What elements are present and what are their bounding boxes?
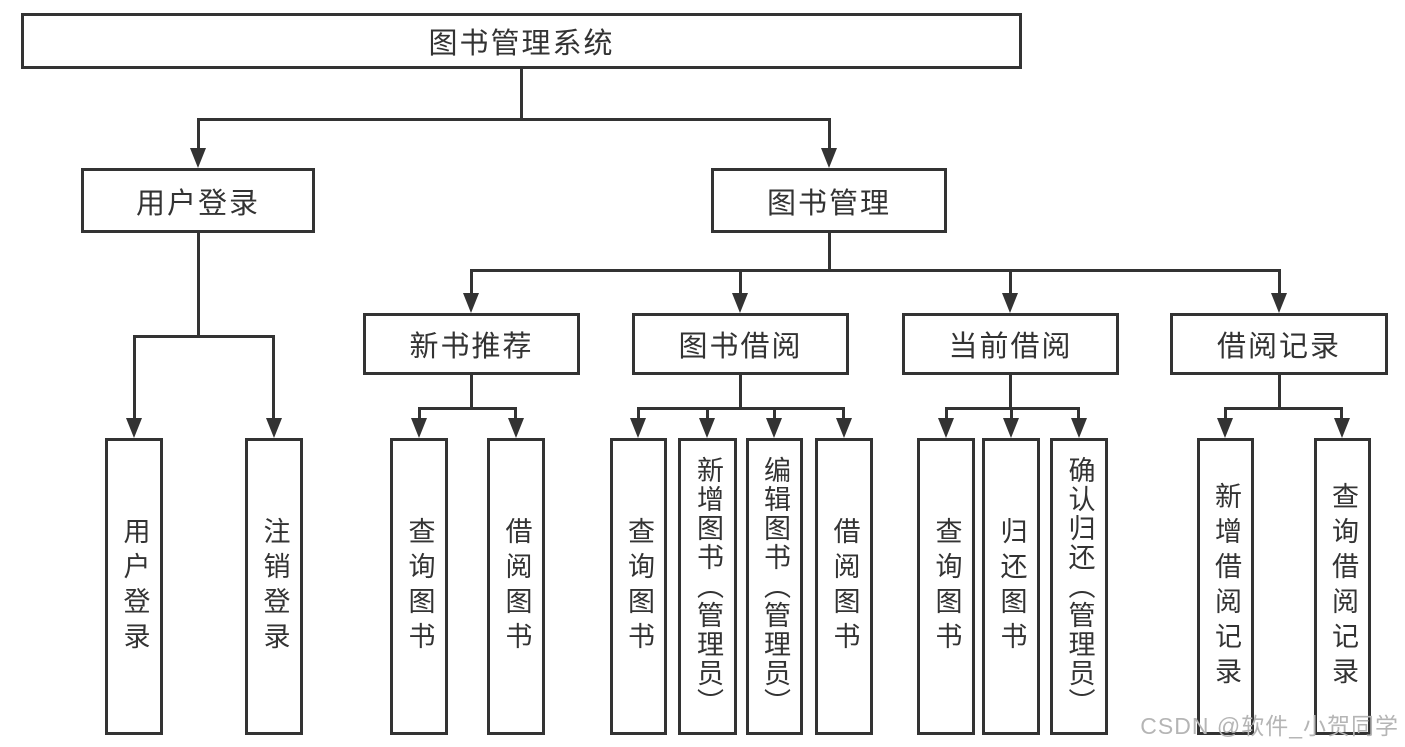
arrow-to-current-query xyxy=(938,418,954,438)
connector-records-vline xyxy=(1278,375,1281,409)
leaf-borrow-edit-books-label: 编辑图书（管理员） xyxy=(760,456,790,717)
connector-borrowing-stub-3 xyxy=(773,407,776,421)
connector-borrowing-stub-4 xyxy=(842,407,845,421)
connector-borrowing-stub-2 xyxy=(706,407,709,421)
arrow-to-records-add xyxy=(1217,418,1233,438)
leaf-logout: 注销登录 xyxy=(245,438,303,735)
leaf-records-add-record-label: 新增借阅记录 xyxy=(1211,481,1241,692)
arrow-to-borrow-add xyxy=(699,418,715,438)
node-book-management: 图书管理 xyxy=(711,168,947,233)
node-root-label: 图书管理系统 xyxy=(428,28,615,60)
arrow-to-borrow-borrow xyxy=(836,418,852,438)
connector-l2-stub-4 xyxy=(1278,269,1281,295)
connector-current-stub-2 xyxy=(1010,407,1013,421)
arrow-to-recommend-borrow xyxy=(508,418,524,438)
leaf-borrow-add-books-label: 新增图书（管理员） xyxy=(693,456,723,717)
leaf-borrow-edit-books: 编辑图书（管理员） xyxy=(746,438,803,735)
arrow-to-records-query xyxy=(1334,418,1350,438)
leaf-records-add-record: 新增借阅记录 xyxy=(1197,438,1254,735)
leaf-records-query-record: 查询借阅记录 xyxy=(1314,438,1371,735)
connector-book-mgmt-vline xyxy=(828,233,831,271)
connector-user-login-vline xyxy=(197,233,200,337)
connector-user-login-stub-2 xyxy=(272,335,275,420)
connector-current-stub-3 xyxy=(1077,407,1080,421)
node-current-borrowing: 当前借阅 xyxy=(902,313,1119,375)
arrow-to-current-borrowing xyxy=(1002,293,1018,313)
arrow-to-borrowing-records xyxy=(1271,293,1287,313)
arrow-to-book-borrowing xyxy=(732,293,748,313)
connector-root-vline xyxy=(520,69,523,120)
leaf-borrow-borrow-books: 借阅图书 xyxy=(815,438,873,735)
connector-recommend-bar xyxy=(418,407,517,410)
connector-borrowing-bar xyxy=(637,407,845,410)
leaf-logout-label: 注销登录 xyxy=(259,516,290,657)
node-user-login: 用户登录 xyxy=(81,168,315,233)
connector-records-bar xyxy=(1224,407,1343,410)
connector-l2-stub-3 xyxy=(1009,269,1012,295)
node-user-login-label: 用户登录 xyxy=(135,187,260,220)
node-borrowing-records-label: 借阅记录 xyxy=(1216,331,1341,363)
arrow-to-recommend-query xyxy=(411,418,427,438)
connector-user-login-bar xyxy=(133,335,275,338)
node-book-borrowing: 图书借阅 xyxy=(632,313,849,375)
connector-user-login-stub-1 xyxy=(133,335,136,420)
leaf-recommend-borrow-books: 借阅图书 xyxy=(487,438,545,735)
leaf-borrow-query-books-label: 查询图书 xyxy=(624,516,654,657)
connector-records-stub-2 xyxy=(1340,407,1343,421)
arrow-to-book-management xyxy=(821,148,837,168)
connector-borrowing-stub-1 xyxy=(637,407,640,421)
connector-borrowing-vline xyxy=(739,375,742,409)
connector-recommend-stub-2 xyxy=(514,407,517,421)
leaf-current-confirm-return-label: 确认归还（管理员） xyxy=(1064,456,1095,717)
leaf-user-login: 用户登录 xyxy=(105,438,163,735)
connector-recommend-stub-1 xyxy=(418,407,421,421)
arrow-to-user-login xyxy=(190,148,206,168)
connector-l2-stub-1 xyxy=(470,269,473,295)
connector-l1-left-stub xyxy=(197,118,200,150)
node-new-book-recommend: 新书推荐 xyxy=(363,313,580,375)
connector-current-vline xyxy=(1009,375,1012,409)
connector-records-stub-1 xyxy=(1224,407,1227,421)
leaf-current-query-books: 查询图书 xyxy=(917,438,975,735)
node-book-borrowing-label: 图书借阅 xyxy=(678,331,803,363)
leaf-recommend-query-books: 查询图书 xyxy=(390,438,448,735)
arrow-to-borrow-edit xyxy=(766,418,782,438)
csdn-watermark: CSDN @软件_小贺同学 xyxy=(1140,713,1399,739)
node-current-borrowing-label: 当前借阅 xyxy=(948,331,1073,363)
leaf-current-return-books-label: 归还图书 xyxy=(996,516,1027,657)
leaf-current-return-books: 归还图书 xyxy=(982,438,1040,735)
leaf-recommend-borrow-books-label: 借阅图书 xyxy=(501,516,532,657)
leaf-user-login-label: 用户登录 xyxy=(119,516,150,657)
arrow-to-leaf-logout xyxy=(266,418,282,438)
leaf-borrow-borrow-books-label: 借阅图书 xyxy=(829,516,860,657)
connector-l2-bar xyxy=(470,269,1280,272)
arrow-to-borrow-query xyxy=(630,418,646,438)
connector-l2-stub-2 xyxy=(739,269,742,295)
arrow-to-current-return xyxy=(1003,418,1019,438)
leaf-borrow-add-books: 新增图书（管理员） xyxy=(678,438,737,735)
node-new-book-recommend-label: 新书推荐 xyxy=(409,331,534,363)
leaf-recommend-query-books-label: 查询图书 xyxy=(404,516,435,657)
node-root-library-system: 图书管理系统 xyxy=(21,13,1022,69)
arrow-to-new-book-recommend xyxy=(463,293,479,313)
leaf-current-confirm-return: 确认归还（管理员） xyxy=(1050,438,1108,735)
node-book-management-label: 图书管理 xyxy=(766,187,891,220)
arrow-to-leaf-user-login xyxy=(126,418,142,438)
leaf-current-query-books-label: 查询图书 xyxy=(931,516,962,657)
connector-current-stub-1 xyxy=(945,407,948,421)
connector-recommend-vline xyxy=(470,375,473,409)
connector-l1-bar xyxy=(197,118,831,121)
connector-l1-right-stub xyxy=(828,118,831,150)
leaf-borrow-query-books: 查询图书 xyxy=(610,438,667,735)
arrow-to-current-confirm xyxy=(1071,418,1087,438)
node-borrowing-records: 借阅记录 xyxy=(1170,313,1388,375)
leaf-records-query-record-label: 查询借阅记录 xyxy=(1328,481,1358,692)
